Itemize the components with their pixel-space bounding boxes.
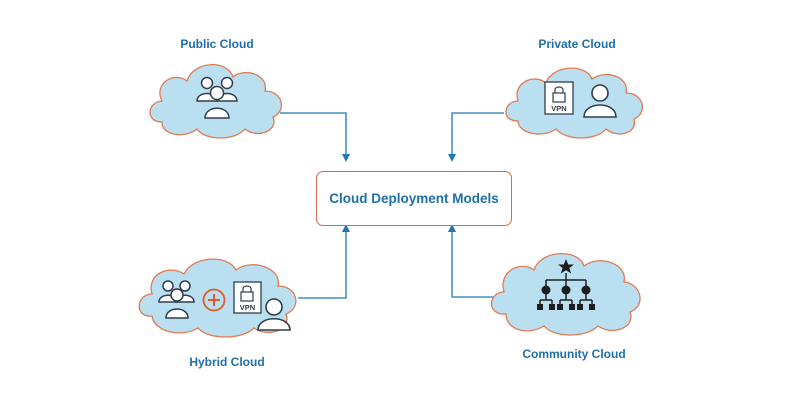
- user-icon: [257, 298, 291, 331]
- plus-circle-icon: [202, 288, 226, 312]
- community-connector: [448, 224, 500, 298]
- vpn-lock-icon: VPN: [544, 81, 574, 115]
- vpn-text: VPN: [551, 104, 566, 113]
- vpn-lock-icon: VPN: [233, 281, 262, 314]
- community-cloud: [490, 253, 641, 336]
- cloud-shape: [505, 67, 644, 139]
- public-connector: [280, 112, 350, 162]
- private-connector: [448, 112, 504, 162]
- hybrid-cloud: VPN: [138, 258, 297, 338]
- private-cloud-label: Private Cloud: [538, 37, 616, 51]
- hybrid-connector: [298, 224, 350, 299]
- private-cloud: VPN: [505, 67, 644, 139]
- public-cloud-label: Public Cloud: [180, 37, 254, 51]
- org-chart-star-icon: [537, 259, 595, 310]
- star-icon: [558, 259, 574, 274]
- center-title: Cloud Deployment Models: [329, 191, 499, 206]
- hybrid-cloud-label: Hybrid Cloud: [189, 355, 265, 369]
- users-group-icon: [158, 280, 195, 319]
- users-group-icon: [196, 76, 238, 119]
- cloud-deployment-models-box: Cloud Deployment Models: [316, 171, 512, 226]
- user-icon: [583, 84, 617, 118]
- vpn-text: VPN: [240, 303, 255, 312]
- community-cloud-label: Community Cloud: [522, 347, 626, 361]
- public-cloud: [149, 64, 283, 139]
- connectors: [280, 112, 504, 299]
